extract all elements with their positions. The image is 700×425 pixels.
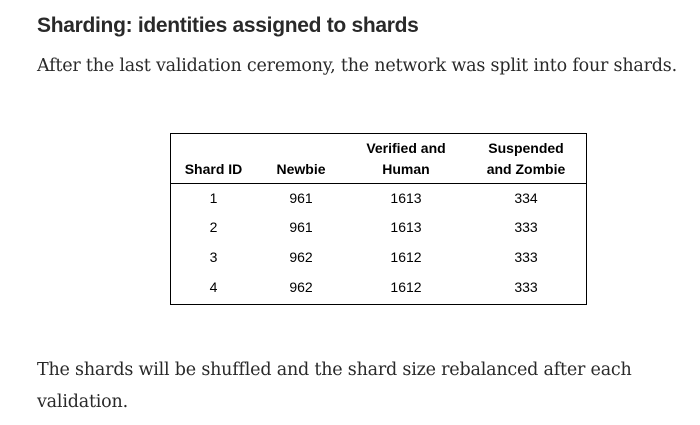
header-verified-human: Verified and Human (346, 134, 466, 184)
header-suspended-zombie-label: Suspended and Zombie (486, 140, 566, 177)
intro-paragraph: After the last validation ceremony, the … (37, 56, 677, 76)
cell-suspended-zombie: 334 (514, 190, 538, 206)
cell-verified-human: 1612 (390, 249, 422, 265)
cell-suspended-zombie: 333 (514, 249, 538, 265)
cell-verified-human: 1613 (390, 219, 422, 235)
table-header-row: Shard ID Newbie Verified and Human Suspe… (171, 134, 586, 184)
section-heading: Sharding: identities assigned to shards (37, 14, 419, 37)
header-suspended-zombie: Suspended and Zombie (466, 134, 586, 184)
shard-table: Shard ID Newbie Verified and Human Suspe… (171, 134, 586, 302)
table-row: 2 961 1613 333 (171, 212, 586, 242)
cell-newbie: 961 (289, 190, 313, 206)
cell-shard-id: 4 (209, 279, 218, 295)
cell-verified-human: 1613 (390, 190, 422, 206)
cell-suspended-zombie: 333 (514, 279, 538, 295)
cell-suspended-zombie: 333 (514, 219, 538, 235)
cell-newbie: 962 (289, 249, 313, 265)
cell-newbie: 961 (289, 219, 313, 235)
header-verified-human-label: Verified and Human (366, 140, 446, 177)
shard-table-container: Shard ID Newbie Verified and Human Suspe… (170, 133, 587, 305)
header-shard-id: Shard ID (171, 134, 256, 184)
cell-shard-id: 1 (209, 190, 218, 206)
cell-shard-id: 3 (209, 249, 218, 265)
cell-verified-human: 1612 (390, 279, 422, 295)
cell-shard-id: 2 (209, 219, 218, 235)
outro-paragraph: The shards will be shuffled and the shar… (37, 360, 632, 412)
table-row: 3 962 1612 333 (171, 242, 586, 272)
table-row: 4 962 1612 333 (171, 272, 586, 302)
header-newbie: Newbie (256, 134, 346, 184)
cell-newbie: 962 (289, 279, 313, 295)
table-row: 1 961 1613 334 (171, 184, 586, 213)
